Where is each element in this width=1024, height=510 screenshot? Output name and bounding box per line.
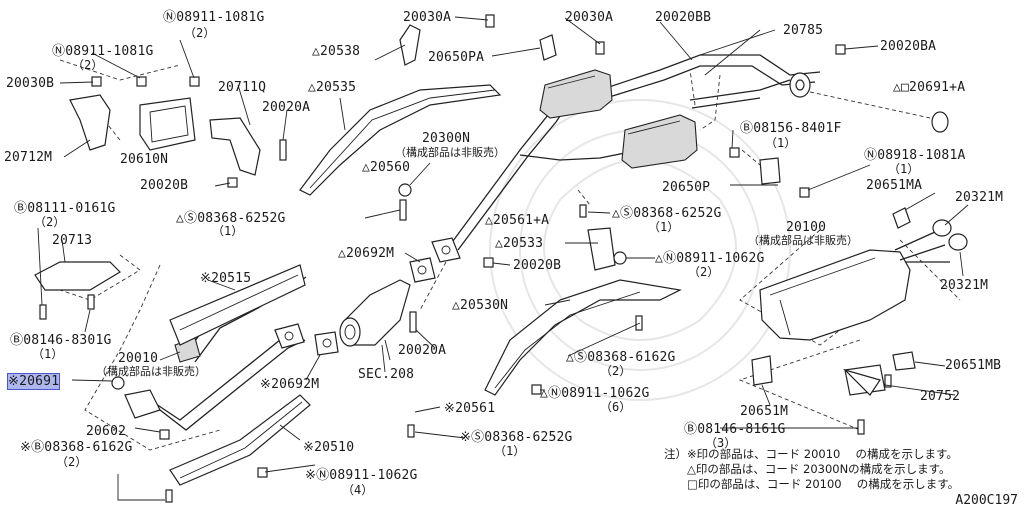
diagram-code: A200C197	[955, 493, 1018, 508]
label-20650p: 20650P	[662, 180, 711, 195]
note-20010-not-sold: （構成部品は非販売）	[96, 365, 206, 378]
qty-08368-6252g-bot: （1）	[494, 444, 526, 458]
legend-note-1: 注）※印の部品は、コード 20010 の構成を示します。	[664, 447, 958, 461]
qty-08146-8161g: （3）	[705, 436, 737, 450]
legend-note-2: △印の部品は、コード 20300Nの構成を示します。	[664, 462, 951, 476]
label-08111-0161g: Ⓑ08111-0161G	[14, 201, 116, 216]
qty-08146-8301g: （1）	[32, 347, 64, 361]
label-08911-1062g-top: △Ⓝ08911-1062G	[655, 251, 765, 266]
label-20651ma: 20651MA	[866, 178, 923, 193]
label-20691a: △□20691+A	[893, 80, 966, 95]
label-20020b-left: 20020B	[140, 178, 189, 193]
label-08368-6252g-right: △Ⓢ08368-6252G	[612, 206, 722, 221]
label-sec208[interactable]: SEC.208	[358, 367, 415, 382]
label-20752: 20752	[920, 389, 961, 404]
qty-08111-0161g: （2）	[34, 215, 66, 229]
label-20602: 20602	[86, 424, 127, 439]
label-20300n: 20300N	[422, 131, 471, 146]
label-20020bb: 20020BB	[655, 10, 712, 25]
label-08911-1062g-bot: ※Ⓝ08911-1062G	[305, 468, 418, 483]
qty-08911-1062g-bot: （4）	[342, 483, 374, 497]
label-20321m-top: 20321M	[955, 190, 1004, 205]
qty-08368-6252g-mid: （1）	[212, 224, 244, 238]
label-20713: 20713	[52, 233, 93, 248]
label-08918-1081a: Ⓝ08918-1081A	[864, 148, 966, 163]
label-20030b: 20030B	[6, 76, 55, 91]
label-08156-8401f: Ⓑ08156-8401F	[740, 121, 842, 136]
legend-note-3: □印の部品は、コード 20100 の構成を示します。	[664, 477, 960, 491]
qty-08918-1081a: （1）	[888, 162, 920, 176]
label-08146-8301g: Ⓑ08146-8301G	[10, 333, 112, 348]
note-20100-not-sold: （構成部品は非販売）	[748, 234, 858, 247]
note-20300n-not-sold: （構成部品は非販売）	[395, 146, 505, 159]
label-20692m-top: △20692M	[338, 246, 395, 261]
qty-08368-6252g-right: （1）	[648, 220, 680, 234]
label-20651m: 20651M	[740, 404, 789, 419]
label-20561a: △20561+A	[485, 213, 550, 228]
qty-08368-6162g-mid: （2）	[600, 364, 632, 378]
label-20321m-bot: 20321M	[940, 278, 989, 293]
label-20785: 20785	[783, 23, 824, 38]
label-20530n: △20530N	[452, 298, 509, 313]
label-20010: 20010	[118, 351, 159, 366]
qty-08368-6162g-left: （2）	[56, 455, 88, 469]
label-20560: △20560	[362, 160, 411, 175]
leader-lines	[59, 59, 961, 451]
qty-08911-1062g-mid: （6）	[600, 400, 632, 414]
label-20535: △20535	[308, 80, 357, 95]
heat-insulator-parts	[34, 24, 881, 486]
label-08146-8161g: Ⓑ08146-8161G	[684, 422, 786, 437]
label-20515: ※20515	[200, 271, 252, 286]
qty-08911-1081g-top: （2）	[184, 26, 216, 40]
label-20538: △20538	[312, 44, 361, 59]
label-20030a-left: 20030A	[403, 10, 452, 25]
qty-08156-8401f: （1）	[765, 136, 797, 150]
label-20650pa: 20650PA	[428, 50, 485, 65]
label-20610n: 20610N	[120, 152, 169, 167]
label-20651mb: 20651MB	[945, 358, 1002, 373]
label-08911-1062g-mid: △Ⓝ08911-1062G	[540, 386, 650, 401]
label-20691-highlighted[interactable]: ※20691	[6, 373, 61, 390]
label-20692m-bot: ※20692M	[260, 377, 320, 392]
label-20020ba: 20020BA	[880, 39, 937, 54]
catalytic-converter-sec208	[339, 279, 411, 361]
label-20020b-mid: 20020B	[513, 258, 562, 273]
label-20561: ※20561	[444, 401, 496, 416]
rear-muffler-20100	[751, 207, 968, 396]
label-20712m: 20712M	[4, 150, 53, 165]
label-20020a-top: 20020A	[262, 100, 311, 115]
label-08911-1081g-left: Ⓝ08911-1081G	[52, 44, 154, 59]
label-08368-6162g-left: ※Ⓑ08368-6162G	[20, 440, 133, 455]
label-08911-1081g-top: Ⓝ08911-1081G	[163, 10, 265, 25]
label-08368-6162g-mid: △Ⓢ08368-6162G	[566, 350, 676, 365]
label-20510: ※20510	[303, 440, 355, 455]
label-20020a-mid: 20020A	[398, 343, 447, 358]
label-20711q: 20711Q	[218, 80, 267, 95]
label-20533: △20533	[495, 236, 544, 251]
center-pipe-assembly-20300n	[431, 54, 949, 263]
label-20030a-right: 20030A	[565, 10, 614, 25]
label-leader-lines	[37, 16, 969, 501]
qty-08911-1062g-top: （2）	[688, 265, 720, 279]
qty-08911-1081g-left: （2）	[72, 58, 104, 72]
label-08368-6252g-bot: ※Ⓢ08368-6252G	[460, 430, 573, 445]
label-20100: 20100	[786, 220, 827, 235]
label-08368-6252g-mid: △Ⓢ08368-6252G	[176, 211, 286, 226]
